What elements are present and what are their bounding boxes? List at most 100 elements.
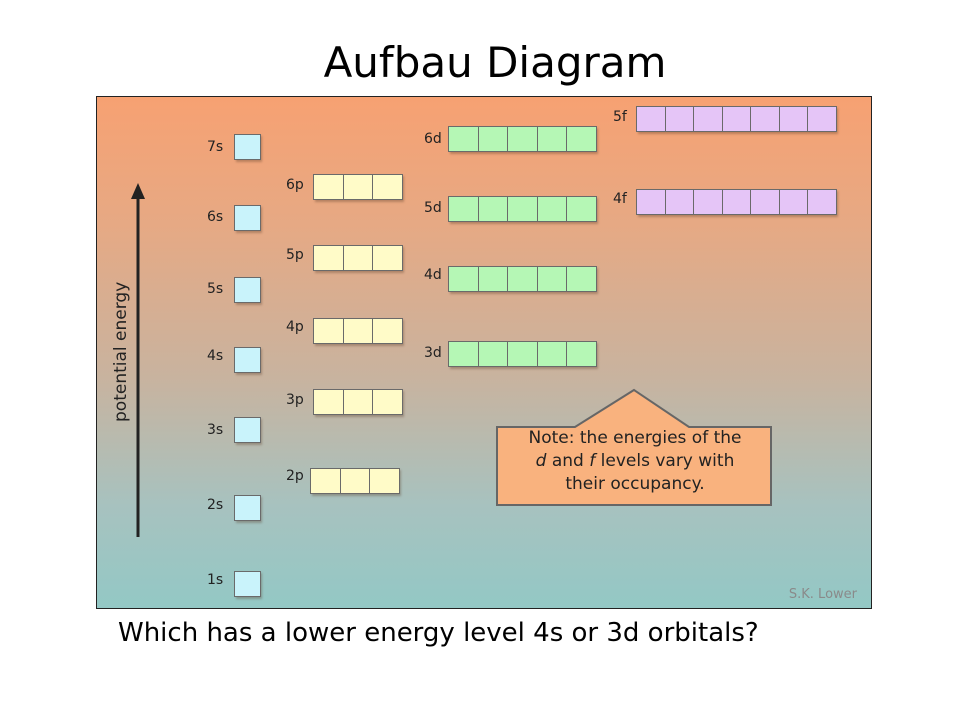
orbital-box [693,106,723,132]
orbital-box [636,106,666,132]
orbital-box [234,347,261,373]
orbital-box [507,126,538,152]
sublevel-label-5p: 5p [286,247,304,263]
orbital-row-7s [234,134,261,160]
orbital-row-4s [234,347,261,373]
orbital-box [448,341,479,367]
orbital-box [448,196,479,222]
orbital-box [313,174,344,200]
orbital-row-4f [636,189,837,215]
orbital-box [342,389,374,415]
orbital-box [507,341,538,367]
orbital-box [566,196,597,222]
orbital-box [536,266,568,292]
orbital-box [636,189,666,215]
orbital-row-2s [234,495,261,521]
orbital-box [807,189,837,215]
question-text: Which has a lower energy level 4s or 3d … [118,618,759,648]
orbital-box [342,174,374,200]
sublevel-label-6p: 6p [286,177,304,193]
orbital-box [778,189,809,215]
orbital-box [507,196,538,222]
orbital-row-3s [234,417,261,443]
orbital-box [477,266,509,292]
orbital-row-6s [234,205,261,231]
orbital-box [807,106,837,132]
orbital-box [721,106,752,132]
sublevel-label-6s: 6s [207,209,224,225]
sublevel-label-2p: 2p [286,468,304,484]
orbital-box [448,126,479,152]
sublevel-label-3s: 3s [207,422,224,438]
note-line-2-end: levels vary with [595,451,735,471]
orbital-box [721,189,752,215]
slide-title: Aufbau Diagram [323,38,667,87]
orbital-box [750,106,780,132]
sublevel-label-4p: 4p [286,319,304,335]
orbital-row-6d [448,126,597,152]
occupancy-note: Note: the energies of the d and f levels… [499,427,771,496]
orbital-box [693,189,723,215]
note-f-symbol: f [589,451,596,471]
orbital-box [507,266,538,292]
orbital-box [342,245,374,271]
note-line-1: Note: the energies of the [528,428,742,448]
orbital-box [778,106,809,132]
orbital-box [477,196,509,222]
note-connector: and [546,451,590,471]
note-d-symbol: d [535,451,547,471]
orbital-box [234,571,261,597]
orbital-box [664,106,695,132]
orbital-box [234,205,261,231]
energy-axis-arrow [131,183,772,537]
orbital-row-3p [313,389,403,415]
orbital-box [477,341,509,367]
orbital-box [566,341,597,367]
note-line-3: their occupancy. [565,474,705,494]
orbital-box [313,318,344,344]
orbital-box [372,389,403,415]
orbital-box [372,174,403,200]
orbital-box [566,126,597,152]
orbital-box [566,266,597,292]
orbital-row-1s [234,571,261,597]
sublevel-label-3d: 3d [424,345,442,361]
axis-label: potential energy [111,281,131,422]
sublevel-label-2s: 2s [207,497,224,513]
orbital-row-5s [234,277,261,303]
sublevel-label-1s: 1s [207,572,224,588]
orbital-row-5f [636,106,837,132]
orbital-box [448,266,479,292]
orbital-box [310,468,341,494]
credit-text: S.K. Lower [788,587,857,602]
orbital-row-2p [310,468,400,494]
sublevel-label-4f: 4f [613,191,627,207]
orbital-box [536,341,568,367]
sublevel-label-5f: 5f [613,109,627,125]
orbital-box [234,495,261,521]
orbital-box [339,468,371,494]
orbital-box [234,417,261,443]
orbital-box [477,126,509,152]
orbital-row-4p [313,318,403,344]
aufbau-diagram: potential energy 7s 6s 5s 4s 3s 2s 1s 6p… [96,96,872,609]
orbital-row-5p [313,245,403,271]
orbital-row-5d [448,196,597,222]
orbital-box [313,245,344,271]
orbital-box [369,468,400,494]
note-callout-shape [496,388,772,506]
orbital-box [342,318,374,344]
sublevel-label-6d: 6d [424,131,442,147]
orbital-box [750,189,780,215]
sublevel-label-5d: 5d [424,200,442,216]
orbital-box [234,134,261,160]
orbital-box [536,196,568,222]
orbital-box [664,189,695,215]
sublevel-label-4s: 4s [207,348,224,364]
sublevel-label-4d: 4d [424,267,442,283]
orbital-box [536,126,568,152]
orbital-box [313,389,344,415]
sublevel-label-3p: 3p [286,392,304,408]
sublevel-label-5s: 5s [207,281,224,297]
orbital-box [372,318,403,344]
